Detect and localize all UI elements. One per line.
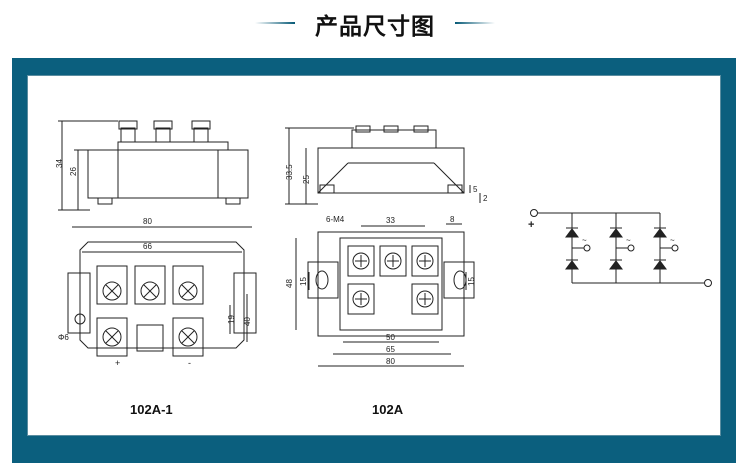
schematic-plus: + [528, 219, 534, 231]
caption-102a1: 102A-1 [130, 402, 173, 417]
dim-15-left: 15 [299, 277, 308, 286]
terminal-row-1 [96, 265, 204, 305]
dim-15-right: 15 [467, 277, 476, 286]
side-screw-2 [153, 120, 173, 143]
a-side-cap [351, 129, 437, 149]
mount-hole [74, 313, 86, 325]
a-terminal-row-2 [347, 283, 439, 315]
minus-terminal-circle [704, 279, 712, 287]
page-title: 产品尺寸图 [315, 14, 435, 40]
ac-label-2: ~ [626, 236, 631, 245]
dim-25: 25 [302, 175, 311, 184]
dim-48: 48 [285, 279, 294, 288]
center-label-plate [136, 324, 164, 352]
a-top-left-ear [307, 261, 339, 299]
top-body [79, 241, 245, 349]
a-terminal-row-1 [347, 245, 439, 277]
drawing-102a-top-view [295, 223, 475, 367]
top-right-ear [233, 272, 257, 334]
side-foot-left [97, 197, 113, 205]
header: 产品尺寸图 [0, 0, 750, 50]
drawing-102a1-side-view [58, 120, 249, 211]
dim-6m4: 6-M4 [326, 215, 345, 224]
terminal-row-2 [96, 317, 204, 357]
ac-label-1: ~ [582, 236, 587, 245]
side-top-rail [117, 141, 229, 150]
drawing-102a-side-view [285, 125, 481, 205]
side-body [87, 149, 249, 199]
terminal-plus-label: + [115, 358, 120, 368]
side-screw-3 [191, 120, 211, 143]
caption-102a: 102A [372, 402, 404, 417]
side-left-block [87, 149, 119, 199]
dim-33-5: 33.5 [285, 164, 294, 180]
a-top-body [317, 231, 465, 337]
dim-2: 2 [483, 194, 488, 203]
dim-8: 8 [450, 215, 455, 224]
a-top-inner [339, 237, 443, 331]
dim-26: 26 [69, 167, 78, 176]
dim-80b: 80 [386, 357, 395, 366]
side-right-block [217, 149, 249, 199]
terminal-minus-label: - [188, 358, 191, 368]
dim-hole: Φ6 [58, 333, 69, 342]
dim-5: 5 [473, 185, 478, 194]
drawing-102a1-top-view [67, 226, 257, 357]
side-screw-1 [118, 120, 138, 143]
dim-19: 19 [227, 315, 236, 324]
dim-80: 80 [143, 217, 152, 226]
bridge-schematic [530, 209, 712, 287]
ac-label-3: ~ [670, 236, 675, 245]
a-top-right-ear [443, 261, 475, 299]
dim-40: 40 [243, 317, 252, 326]
dim-50: 50 [386, 333, 395, 342]
title-left-rule [255, 22, 295, 24]
dim-66: 66 [143, 242, 152, 251]
a-side-slopes [317, 162, 465, 194]
dim-65: 65 [386, 345, 395, 354]
dim-33: 33 [386, 216, 395, 225]
top-left-ear [67, 272, 91, 334]
side-foot-right [225, 197, 241, 205]
plus-terminal-circle [530, 209, 538, 217]
dim-34: 34 [55, 159, 64, 168]
title-right-rule [455, 22, 495, 24]
